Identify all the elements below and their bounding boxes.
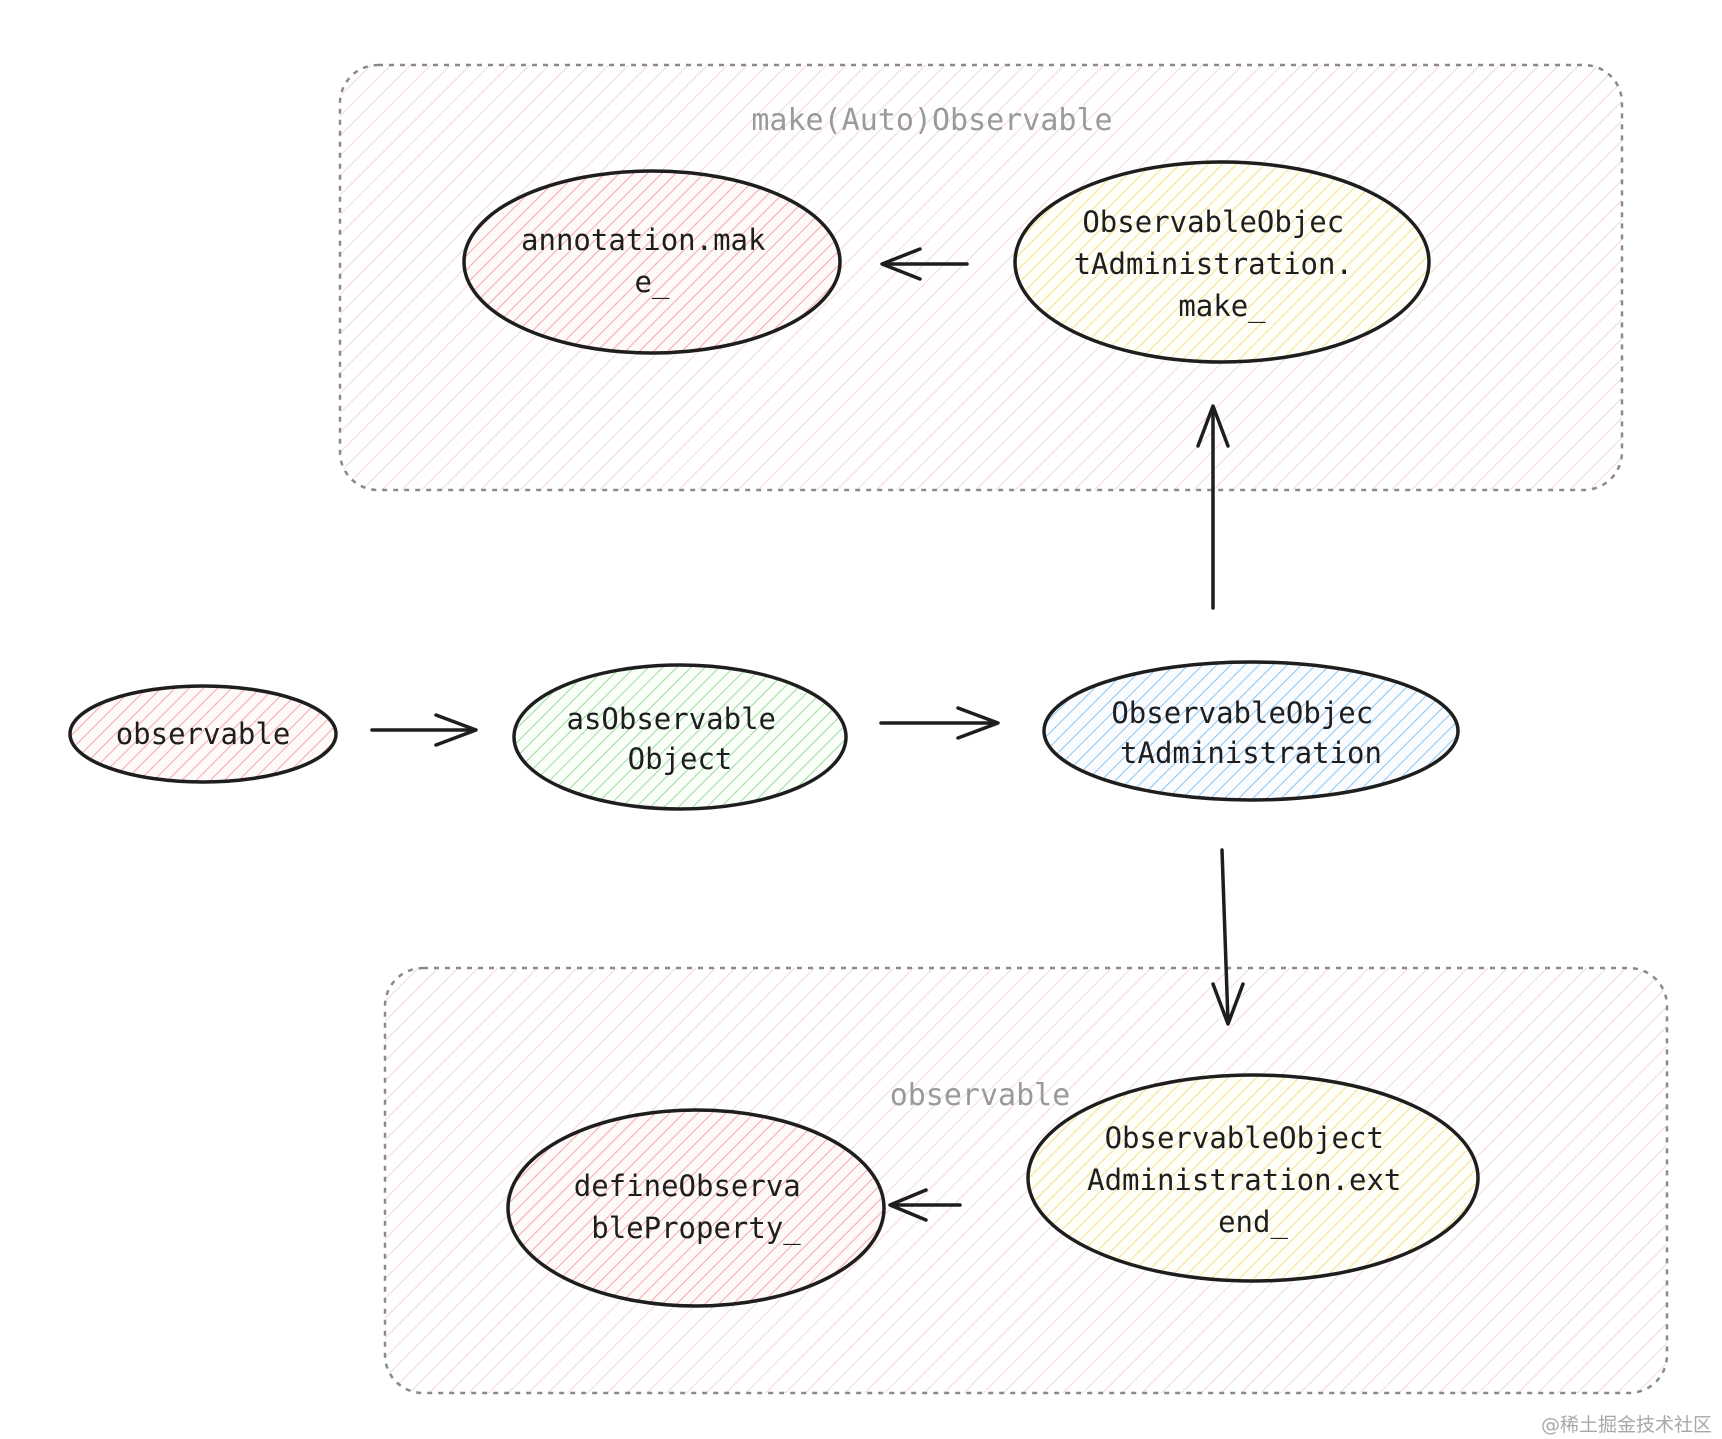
node-administration-make: ObservableObjec tAdministration. make_ <box>1013 160 1431 364</box>
svg-text:ObservableObjec tAdminis: ObservableObjec tAdministration. make_ <box>1074 205 1371 324</box>
watermark-text: @稀土掘金技术社区 <box>1541 1414 1712 1436</box>
node-label-line: observable <box>116 717 291 751</box>
node-label-line: ObservableObject <box>1105 1121 1384 1155</box>
arrow-administration-to-extend <box>1211 848 1245 1026</box>
node-label-line: defineObserva <box>574 1169 801 1203</box>
node-administration-extend: ObservableObject Administration.ext end_ <box>1026 1073 1480 1283</box>
node-label-line: e_ <box>635 265 670 300</box>
svg-text:defineObserva blePropert: defineObserva bleProperty_ <box>574 1169 818 1246</box>
group-label-observable: observable <box>890 1078 1071 1113</box>
arrow-observable-to-as-observable-object <box>370 713 478 747</box>
node-label-line: bleProperty_ <box>591 1211 801 1246</box>
node-label-line: Object <box>628 742 733 776</box>
node-observable: observable <box>68 684 338 784</box>
node-label-line: asObservable <box>567 702 777 736</box>
node-observable-object-administration: ObservableObjec tAdministration <box>1042 660 1460 802</box>
node-label-line: annotation.mak <box>521 223 766 257</box>
svg-text:ObservableObject Adminis: ObservableObject Administration.ext end_ <box>1087 1121 1419 1240</box>
arrow-administration-to-make <box>1196 404 1230 610</box>
svg-text:asObservable Object: asObservable Object <box>567 702 794 776</box>
node-label-line: tAdministration. <box>1074 247 1353 281</box>
svg-text:observable: observable <box>116 717 291 751</box>
arrow-make-to-annotation-make <box>880 247 969 281</box>
node-label-line: make_ <box>1178 289 1266 324</box>
node-label-line: ObservableObjec <box>1082 205 1344 239</box>
node-label-line: ObservableObjec <box>1111 696 1373 730</box>
svg-text:ObservableObjec tAdminis: ObservableObjec tAdministration <box>1111 696 1390 770</box>
group-label-make-auto-observable: make(Auto)Observable <box>751 103 1112 138</box>
node-label-line: tAdministration <box>1120 736 1382 770</box>
node-label-line: Administration.ext <box>1087 1163 1401 1197</box>
arrow-extend-to-define-observable-property <box>888 1188 962 1222</box>
svg-text:annotation.mak e_: annotation.mak e_ <box>521 223 783 300</box>
node-as-observable-object: asObservable Object <box>512 663 848 811</box>
node-label-line: end_ <box>1218 1205 1288 1240</box>
node-annotation-make: annotation.mak e_ <box>462 169 842 355</box>
node-define-observable-property: defineObserva bleProperty_ <box>506 1108 886 1308</box>
arrow-as-observable-object-to-administration <box>879 706 1000 740</box>
